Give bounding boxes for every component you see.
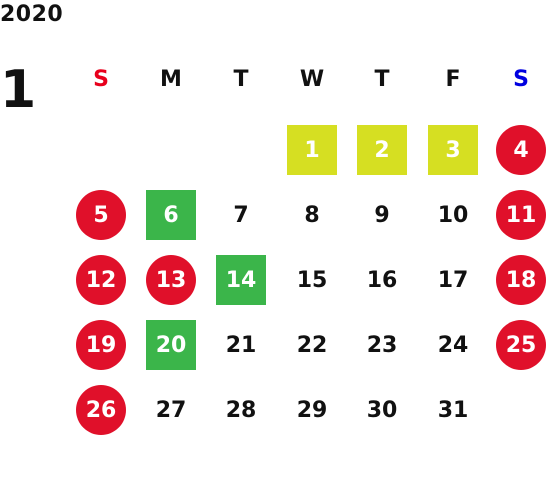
calendar-day[interactable]: 29: [296, 397, 328, 423]
calendar-day[interactable]: 4: [496, 125, 546, 175]
weekday-label: S: [93, 67, 109, 92]
calendar-day[interactable]: 1: [287, 125, 337, 175]
calendar-day[interactable]: 6: [146, 190, 196, 240]
calendar-day[interactable]: 9: [374, 202, 390, 228]
weekday-label: F: [445, 67, 461, 92]
calendar-day[interactable]: 7: [233, 202, 249, 228]
calendar-day[interactable]: 16: [366, 267, 398, 293]
calendar-day[interactable]: 21: [225, 332, 257, 358]
weekday-label: T: [233, 67, 249, 92]
weekday-label: W: [299, 67, 325, 92]
calendar-day[interactable]: 3: [428, 125, 478, 175]
calendar-day[interactable]: 11: [496, 190, 546, 240]
calendar-day[interactable]: 30: [366, 397, 398, 423]
calendar-day[interactable]: 24: [437, 332, 469, 358]
calendar-day[interactable]: 25: [496, 320, 546, 370]
calendar-day[interactable]: 27: [155, 397, 187, 423]
calendar-day[interactable]: 14: [216, 255, 266, 305]
calendar-day[interactable]: 20: [146, 320, 196, 370]
calendar-day[interactable]: 5: [76, 190, 126, 240]
calendar-day[interactable]: 12: [76, 255, 126, 305]
weekday-label: S: [513, 67, 529, 92]
calendar-day[interactable]: 15: [296, 267, 328, 293]
calendar-day[interactable]: 13: [146, 255, 196, 305]
calendar-day[interactable]: 2: [357, 125, 407, 175]
calendar-day[interactable]: 28: [225, 397, 257, 423]
calendar-day[interactable]: 23: [366, 332, 398, 358]
calendar-day[interactable]: 22: [296, 332, 328, 358]
calendar-day[interactable]: 26: [76, 385, 126, 435]
weekday-label: T: [374, 67, 390, 92]
year-label: 2020: [0, 2, 64, 27]
calendar-day[interactable]: 10: [437, 202, 469, 228]
calendar-day[interactable]: 8: [304, 202, 320, 228]
calendar-day[interactable]: 19: [76, 320, 126, 370]
calendar-day[interactable]: 18: [496, 255, 546, 305]
calendar-day[interactable]: 17: [437, 267, 469, 293]
month-number: 1: [0, 60, 37, 120]
weekday-label: M: [160, 67, 182, 92]
calendar-day[interactable]: 31: [437, 397, 469, 423]
